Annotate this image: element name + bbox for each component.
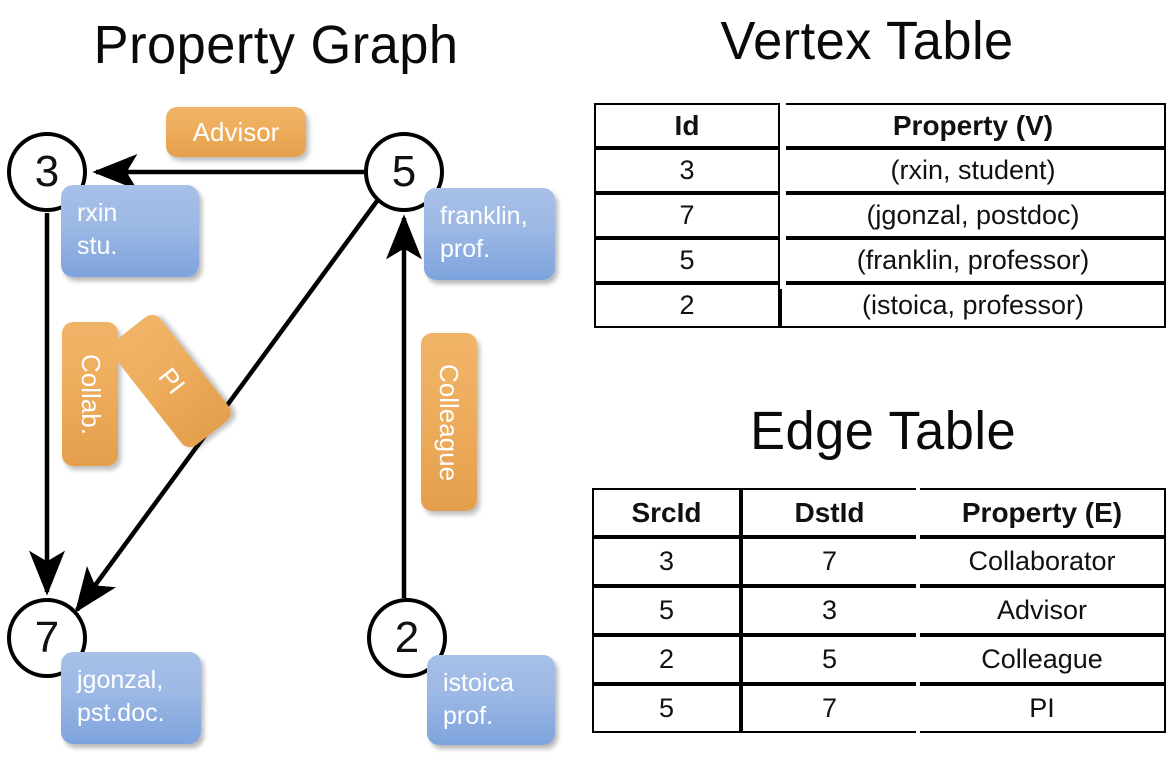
edge-table-column-gap (916, 488, 920, 736)
vertex-table-cell-id: 7 (594, 193, 780, 238)
edge-table-cell-srcid: 5 (592, 684, 741, 733)
vertex-property-box-istoica[interactable]: istoica prof. (427, 655, 555, 745)
edge-table-cell-property: Advisor (918, 586, 1166, 635)
page-title-vertex-table: Vertex Table (720, 11, 1014, 71)
graph-node-5-label: 5 (391, 147, 417, 196)
edge-table-row[interactable]: 5 3 Advisor (592, 586, 1166, 635)
vertex-property-jgonzal-line2: pst.doc. (77, 699, 165, 727)
vertex-property-box-franklin[interactable]: franklin, prof. (424, 188, 555, 280)
graph-node-2-label: 2 (394, 613, 420, 662)
vertex-property-rxin-line1: rxin (77, 199, 118, 227)
edge-table-header-dstid: DstId (741, 488, 918, 537)
edge-table-cell-dstid: 7 (741, 684, 918, 733)
vertex-property-franklin-line2: prof. (440, 235, 491, 263)
edge-label-advisor-text: Advisor (192, 116, 280, 147)
edge-table-header-srcid: SrcId (592, 488, 741, 537)
vertex-table-cell-property: (istoica, professor) (780, 283, 1166, 328)
edge-table-cell-dstid: 5 (741, 635, 918, 684)
edge-table: SrcId DstId Property (E) 3 7 Collaborato… (592, 488, 1166, 733)
graph-node-7-label: 7 (34, 613, 60, 662)
vertex-table-header-row: Id Property (V) (594, 103, 1166, 148)
edge-table-row[interactable]: 3 7 Collaborator (592, 537, 1166, 586)
vertex-table-cell-property: (rxin, student) (780, 148, 1166, 193)
graph-node-3-label: 3 (34, 147, 60, 196)
vertex-property-franklin-line1: franklin, (440, 202, 528, 230)
vertex-table-cell-id: 3 (594, 148, 780, 193)
edge-table-row[interactable]: 5 7 PI (592, 684, 1166, 733)
vertex-table-cell-property: (franklin, professor) (780, 238, 1166, 283)
edge-table-row[interactable]: 2 5 Colleague (592, 635, 1166, 684)
vertex-table-header-id: Id (594, 103, 780, 148)
edge-label-box-advisor[interactable]: Advisor (166, 107, 306, 157)
vertex-property-rxin-line2: stu. (77, 232, 118, 260)
graph-node-2[interactable]: 2 (367, 598, 447, 678)
vertex-property-box-jgonzal[interactable]: jgonzal, pst.doc. (61, 652, 201, 744)
vertex-property-box-rxin[interactable]: rxin stu. (61, 185, 199, 277)
page-title-edge-table: Edge Table (750, 401, 1017, 461)
vertex-property-istoica-line1: istoica (443, 669, 514, 697)
vertex-property-istoica-line2: prof. (443, 702, 494, 730)
edge-table-cell-property: Colleague (918, 635, 1166, 684)
edge-table-cell-dstid: 7 (741, 537, 918, 586)
vertex-table: Id Property (V) 3 (rxin, student) 7 (jgo… (594, 103, 1166, 328)
vertex-property-jgonzal-line1: jgonzal, (77, 666, 164, 694)
vertex-table-row[interactable]: 7 (jgonzal, postdoc) (594, 193, 1166, 238)
page-title-property-graph: Property Graph (93, 15, 459, 75)
edge-table-header-row: SrcId DstId Property (E) (592, 488, 1166, 537)
edge-table-cell-srcid: 5 (592, 586, 741, 635)
edge-label-collab-text: Collab. (75, 353, 106, 435)
vertex-table-cell-property: (jgonzal, postdoc) (780, 193, 1166, 238)
vertex-table-row[interactable]: 2 (istoica, professor) (594, 283, 1166, 328)
edge-table-cell-property: Collaborator (918, 537, 1166, 586)
edge-table-header-property: Property (E) (918, 488, 1166, 537)
vertex-table-row[interactable]: 5 (franklin, professor) (594, 238, 1166, 283)
vertex-table-row[interactable]: 3 (rxin, student) (594, 148, 1166, 193)
edge-table-cell-srcid: 2 (592, 635, 741, 684)
edge-label-box-collab[interactable]: Collab. (62, 322, 118, 466)
edge-table-cell-srcid: 3 (592, 537, 741, 586)
edge-label-colleague-text: Colleague (434, 363, 465, 481)
edge-label-box-colleague[interactable]: Colleague (421, 333, 477, 511)
property-graph-diagram: 3 5 7 2 rxin stu. franklin, prof. jgonza… (7, 107, 555, 745)
edge-label-pi-text: PI (152, 361, 191, 400)
vertex-table-header-property: Property (V) (780, 103, 1166, 148)
vertex-table-column-gap (780, 103, 786, 289)
vertex-table-cell-id: 2 (594, 283, 780, 328)
edge-table-cell-property: PI (918, 684, 1166, 733)
graph-node-5[interactable]: 5 (364, 132, 444, 212)
edge-table-cell-dstid: 3 (741, 586, 918, 635)
vertex-table-cell-id: 5 (594, 238, 780, 283)
